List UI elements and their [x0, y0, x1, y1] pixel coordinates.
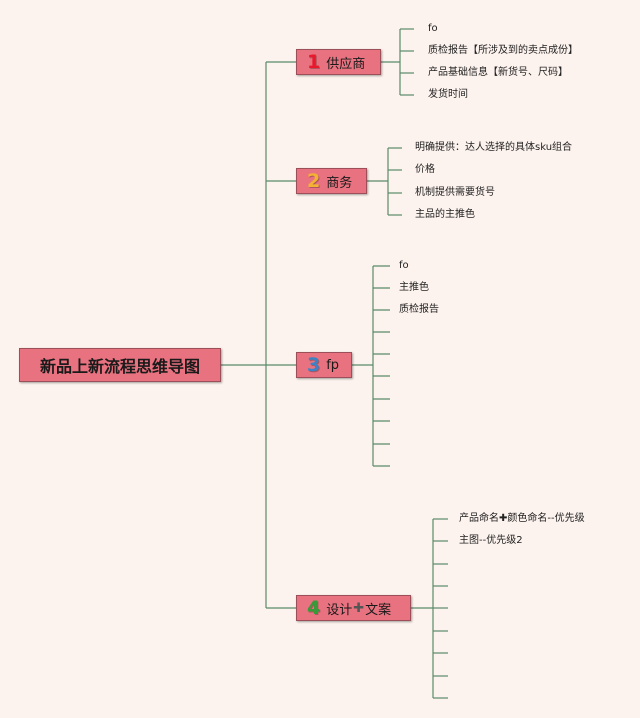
leaf-item: 质检报告【所涉及到的卖点成份】 — [428, 45, 578, 56]
branch-number: 3 — [307, 354, 321, 376]
branch-label: 商务 — [326, 175, 353, 191]
leaf-item: 价格 — [415, 164, 435, 175]
leaf-item: 明确提供：达人选择的具体sku组合 — [415, 142, 573, 153]
branch-number: 2 — [307, 170, 321, 192]
leaf-item: fo — [428, 23, 438, 34]
branch-label: fp — [326, 357, 340, 373]
branch-label: 文案 — [365, 602, 392, 618]
leaf-item: 主图--优先级2 — [459, 535, 523, 546]
leaf-item: 产品命名✚颜色命名--优先级 — [459, 513, 585, 524]
branch-node-business[interactable]: 2 商务 — [296, 168, 367, 194]
branch-node-supplier[interactable]: 1 供应商 — [296, 49, 381, 75]
plus-icon: ✚ — [353, 600, 365, 616]
branch-node-design-copy[interactable]: 4 设计 ✚ 文案 — [296, 595, 411, 621]
leaf-item: 主推色 — [399, 282, 429, 293]
branch-label: 设计 — [326, 602, 353, 618]
leaf-item: 发货时间 — [428, 89, 468, 100]
branch-node-fp[interactable]: 3 fp — [296, 352, 352, 378]
root-label: 新品上新流程思维导图 — [39, 357, 200, 376]
leaf-item: 机制提供需要货号 — [415, 187, 495, 198]
branch-number: 4 — [307, 597, 321, 619]
leaf-item: 主品的主推色 — [415, 209, 475, 220]
root-node[interactable]: 新品上新流程思维导图 — [19, 348, 221, 382]
leaf-item: fo — [399, 260, 409, 271]
branch-number: 1 — [307, 51, 321, 73]
branch-label: 供应商 — [326, 56, 366, 72]
leaf-item: 质检报告 — [399, 304, 439, 315]
leaf-item: 产品基础信息【新货号、尺码】 — [428, 67, 568, 78]
